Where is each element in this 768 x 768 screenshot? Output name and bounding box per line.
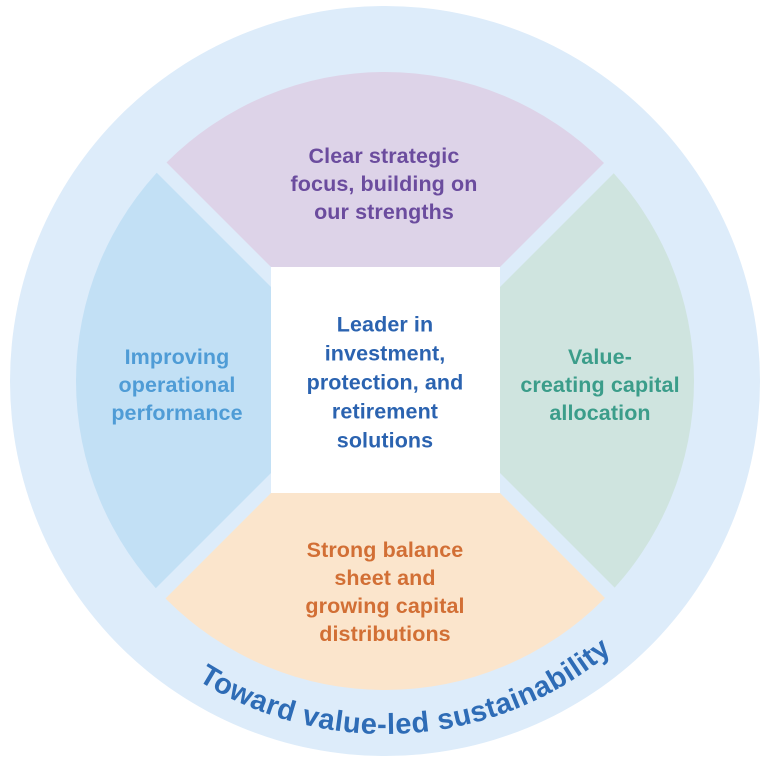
label-line: sheet and [334, 566, 436, 590]
label-line: distributions [319, 622, 451, 646]
center-square [271, 267, 500, 493]
label-line: focus, building on [290, 172, 478, 196]
label-line: performance [111, 401, 243, 425]
label-line: Clear strategic [308, 144, 460, 168]
label-line: Improving [124, 345, 230, 369]
label-line: investment, [324, 341, 446, 366]
segment-top-label: Clear strategic focus, building on our s… [219, 142, 549, 226]
segment-left-label: Improving operational performance [72, 343, 282, 427]
label-line: allocation [549, 401, 651, 425]
center-label: Leader in investment, protection, and re… [275, 311, 495, 456]
label-line: our strengths [314, 200, 454, 224]
label-line: retirement [331, 399, 439, 424]
label-line: creating capital [520, 373, 680, 397]
label-line: Strong balance [306, 538, 464, 562]
label-line: growing capital [305, 594, 465, 618]
label-line: Leader in [336, 312, 434, 337]
segment-bottom-label: Strong balance sheet and growing capital… [240, 536, 530, 648]
label-line: operational [118, 373, 236, 397]
label-line: Value- [568, 345, 632, 369]
label-line: solutions [336, 428, 434, 453]
label-line: protection, and [306, 370, 464, 395]
segment-right-label: Value- creating capital allocation [490, 343, 710, 427]
